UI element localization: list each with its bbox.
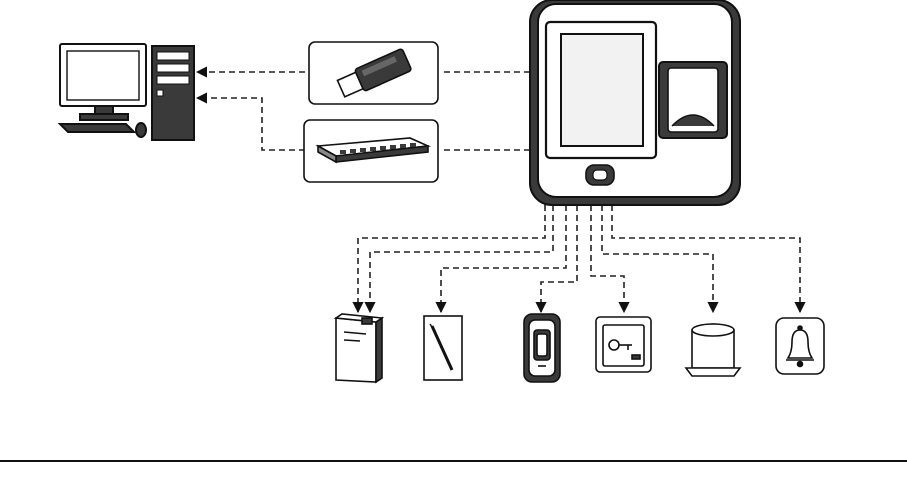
bottom-rule: [0, 460, 907, 462]
line-switch-computer: [197, 98, 305, 150]
alarm-siren-icon: [686, 324, 740, 376]
network-switch-icon: [304, 120, 438, 182]
exit-button-icon: [596, 317, 651, 372]
door-lock-icon: [336, 314, 382, 382]
line-to-lock-a: [358, 205, 545, 312]
line-to-bell: [612, 205, 800, 312]
fingerprint-reader-icon: [524, 314, 560, 382]
desktop-computer-icon: [60, 44, 194, 140]
line-to-sensor: [441, 205, 566, 312]
usb-flash-drive-icon: [309, 42, 438, 104]
line-to-siren: [602, 205, 713, 312]
doorbell-icon: [776, 318, 824, 374]
fingerprint-access-terminal-icon: [530, 0, 740, 205]
line-to-reader: [541, 205, 577, 312]
door-sensor-icon: [424, 316, 462, 380]
line-to-lock-b: [370, 205, 553, 312]
line-to-exit-button: [591, 205, 624, 312]
